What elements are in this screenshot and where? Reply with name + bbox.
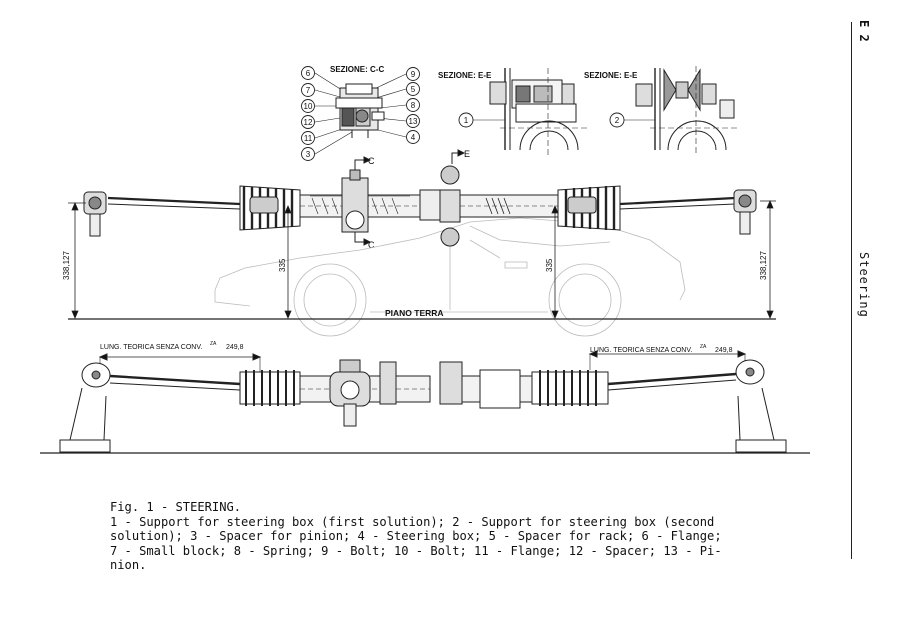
length-label-left: LUNG. TEORICA SENZA CONV. [100, 344, 202, 351]
callout-circle [406, 130, 420, 144]
length-value-left: 249,8 [226, 344, 244, 351]
callout-circle [301, 131, 315, 145]
callout-circle [301, 115, 315, 129]
section-ee-detail-1: SEZIONE: E-E 1 [438, 68, 590, 156]
callout-12: 12 [304, 118, 313, 127]
section-ee-detail-2: SEZIONE: E-E 2 [584, 66, 740, 156]
figure-caption: Fig. 1 - STEERING.1 - Support for steeri… [110, 500, 850, 573]
callout-support-1: 1 [464, 116, 469, 125]
caption-line-3: 7 - Small block; 8 - Spring; 9 - Bolt; 1… [110, 543, 722, 558]
length-value-right: 249,8 [715, 347, 733, 354]
cut-e-top: E [464, 149, 470, 159]
margin-rule [851, 22, 853, 559]
callout-circle [301, 147, 315, 161]
callout-circle [406, 114, 420, 128]
callout-6: 6 [306, 69, 311, 78]
height-dimension-left: 338,127 [62, 251, 71, 280]
caption-line-1: 1 - Support for steering box (first solu… [110, 514, 715, 529]
callout-circle [301, 99, 315, 113]
callout-circle [406, 67, 420, 81]
length-label-right: LUNG. TEORICA SENZA CONV. [590, 347, 692, 354]
callout-support-2: 2 [615, 116, 620, 125]
height-dimension-right: 338,127 [759, 251, 768, 280]
height-dimension-center-left: 335 [278, 258, 287, 272]
cut-c-bottom: C [368, 240, 375, 250]
caption-line-4: nion. [110, 558, 147, 572]
caption-title: Fig. 1 - STEERING. [110, 500, 242, 514]
dimension-lines [68, 199, 776, 320]
callout-10: 10 [304, 102, 313, 111]
callout-13: 13 [409, 117, 418, 126]
callout-7: 7 [306, 86, 311, 95]
section-ee-title-2: SEZIONE: E-E [584, 71, 638, 80]
caption-line-2: solution); 3 - Spacer for pinion; 4 - St… [110, 529, 722, 543]
section-cc-detail: SEZIONE: C-C 6 7 [301, 65, 420, 161]
callout-4: 4 [411, 133, 416, 142]
section-ee-title-1: SEZIONE: E-E [438, 71, 492, 80]
callout-circle [406, 82, 420, 96]
section-title: Steering [857, 252, 871, 318]
callout-circle [301, 66, 315, 80]
callout-circle [406, 98, 420, 112]
steering-technical-drawing: SEZIONE: C-C 6 7 [40, 65, 810, 454]
callout-3: 3 [306, 150, 311, 159]
steering-rack-side-view [40, 350, 810, 454]
steering-rack-front-view [83, 165, 757, 247]
section-cc-title: SEZIONE: C-C [330, 65, 384, 74]
cut-c-top: C [368, 156, 375, 166]
callout-8: 8 [411, 101, 416, 110]
callout-5: 5 [411, 85, 416, 94]
callout-9: 9 [411, 70, 416, 79]
callout-circle [301, 83, 315, 97]
length-label-left-sup: ZA [210, 341, 217, 347]
section-code: E 2 [857, 20, 871, 42]
height-dimension-center-right: 335 [545, 258, 554, 272]
ground-label: PIANO TERRA [385, 308, 444, 318]
callout-11: 11 [304, 134, 313, 143]
length-label-right-sup: ZA [700, 344, 707, 350]
